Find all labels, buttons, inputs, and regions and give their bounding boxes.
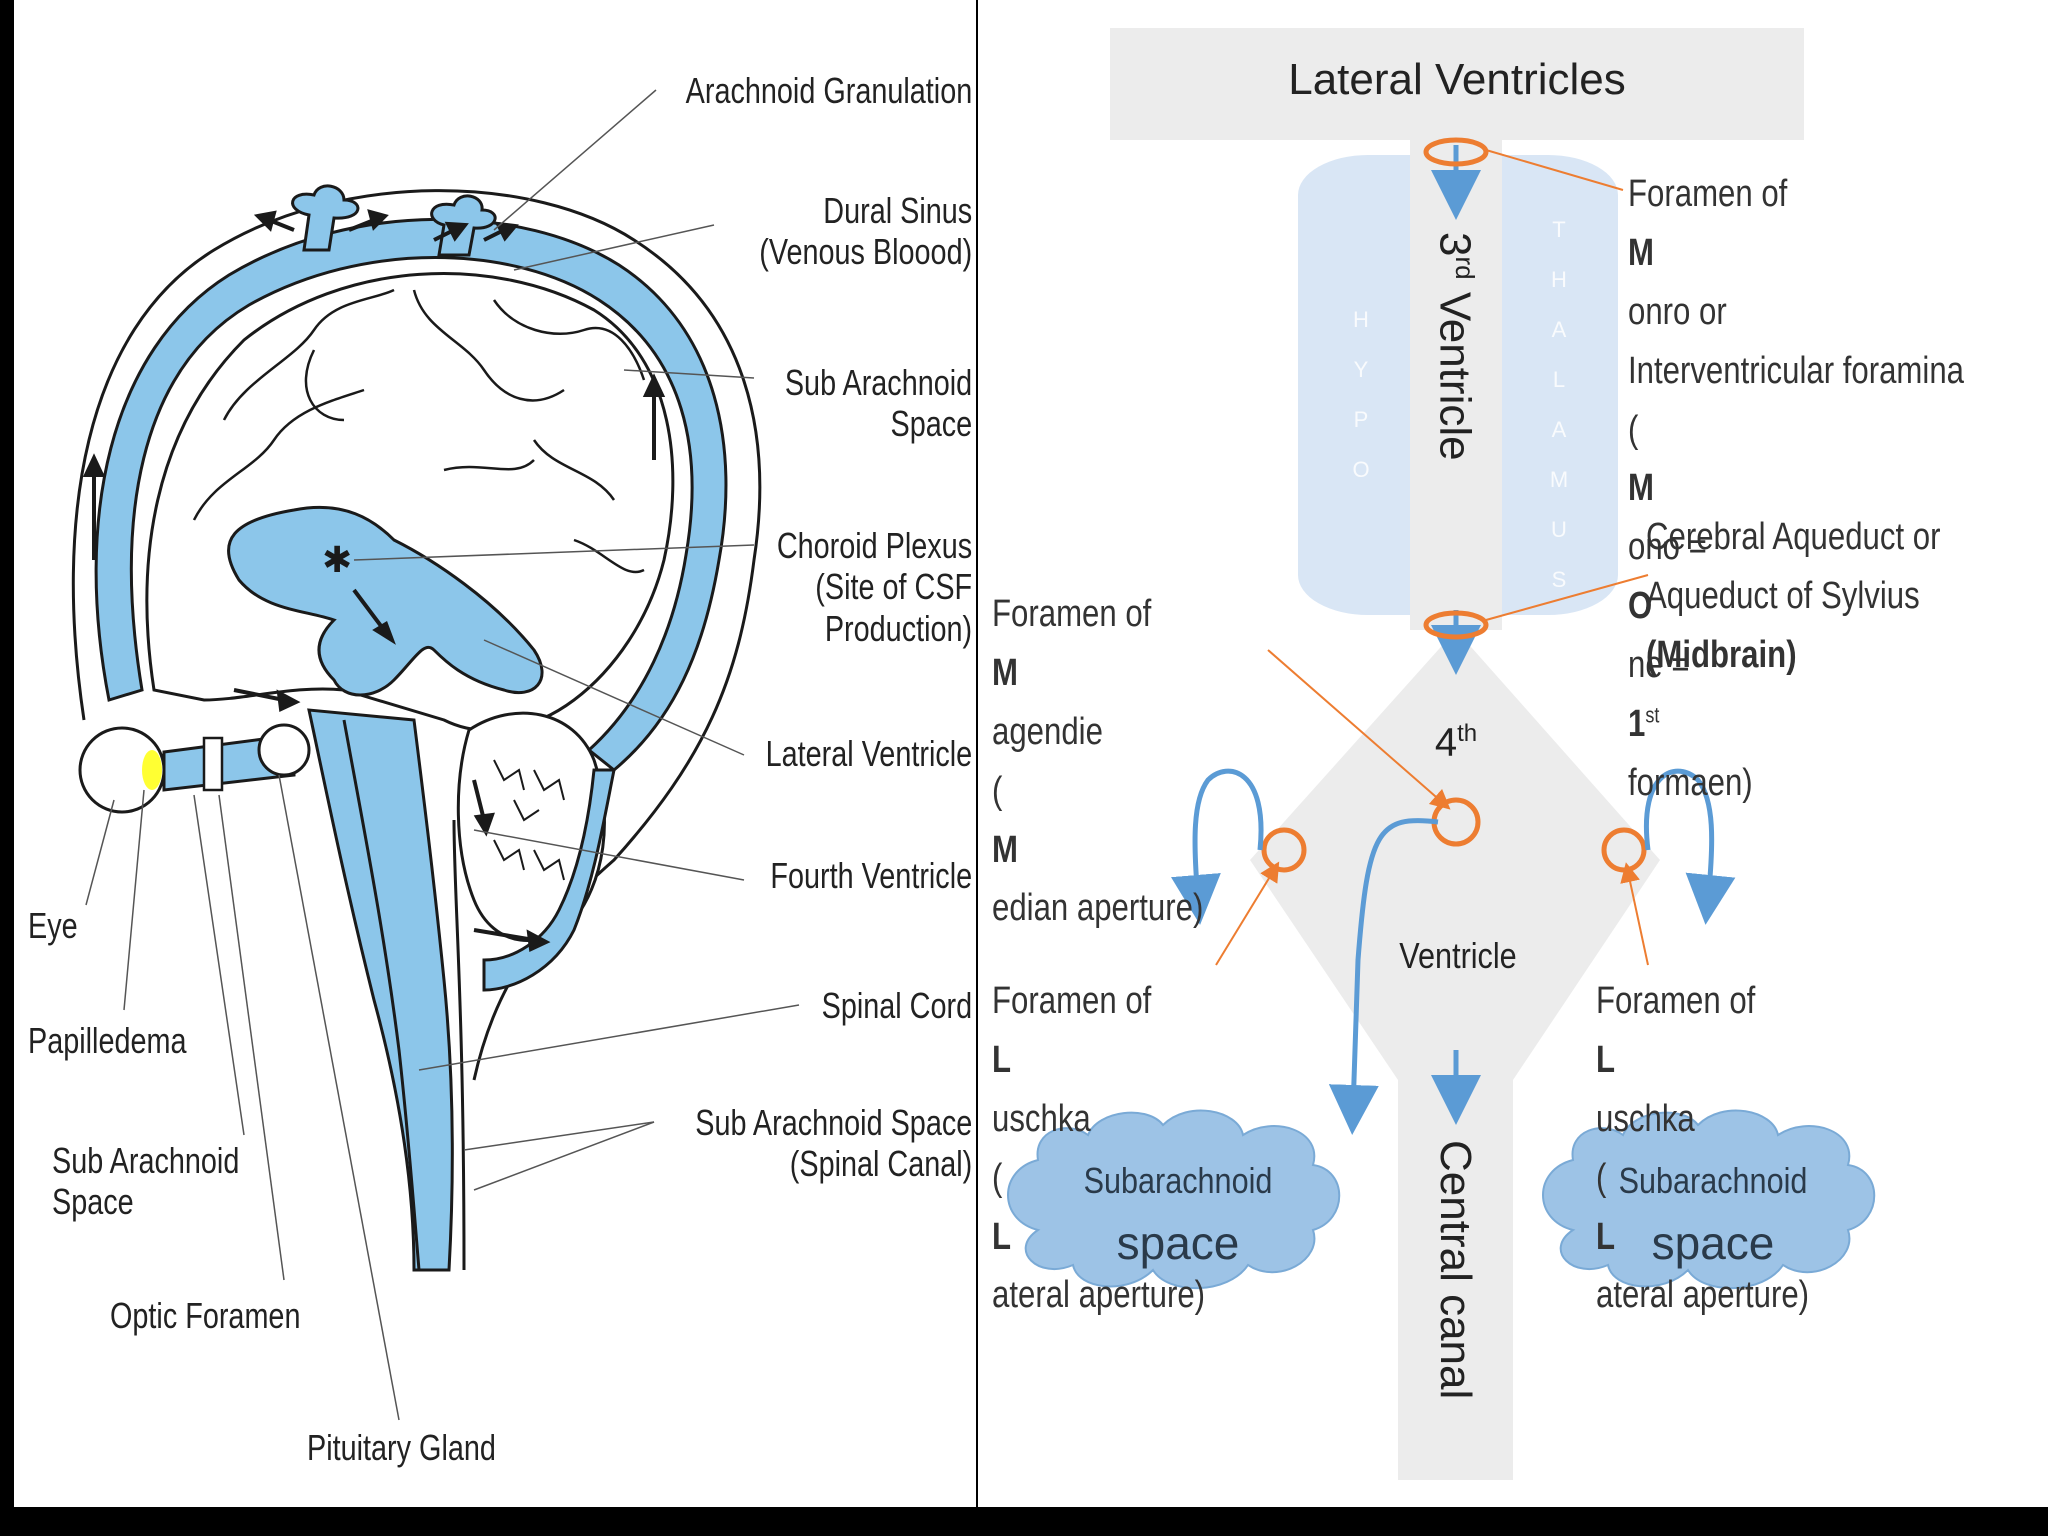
label-optic-foramen: Optic Foramen [110, 1295, 301, 1336]
pituitary-shape [257, 723, 311, 777]
spinal-cord-inner [342, 719, 421, 1271]
monro-pointer [1485, 149, 1624, 191]
aqueduct-pointer [1485, 574, 1649, 621]
flow-arrows [82, 209, 666, 952]
brain-csf-anatomy-panel: ✱ [14, 0, 976, 1507]
label-sub-arachnoid-spinal: Sub Arachnoid Space(Spinal Canal) [694, 1102, 972, 1185]
label-lateral-ventricle: Lateral Ventricle [765, 733, 972, 774]
label-arachnoid-granulation: Arachnoid Granulation [685, 70, 972, 111]
leader-lines [85, 89, 800, 1421]
label-pituitary-gland: Pituitary Gland [307, 1427, 496, 1468]
luschka-left-ring-icon [1261, 827, 1307, 873]
csf-flow-schematic [1007, 28, 1876, 1480]
brain-outline [145, 272, 675, 732]
fourth-ventricle-number: 4th [1434, 720, 1478, 765]
cerebellum-folia [493, 759, 565, 881]
skull-outline [71, 189, 762, 1081]
magendie-pointer [1267, 649, 1451, 810]
brain-gyri [192, 288, 646, 574]
choroid-plexus-star-icon: ✱ [322, 540, 352, 581]
label-spinal-cord: Spinal Cord [821, 985, 972, 1026]
luschka-right-flow-arrow [1644, 768, 1736, 925]
lateral-ventricle-shape [227, 505, 544, 697]
magendie-flow-arrow [1328, 818, 1439, 1135]
luschka-left-flow-arrow [1171, 768, 1264, 925]
luschka-right-pointer [1620, 862, 1649, 966]
third-ventricle-label: 3rd Ventricle [1430, 232, 1480, 461]
papilledema-shape [142, 750, 162, 790]
posterior-subarachnoid [482, 768, 616, 992]
label-fourth-ventricle: Fourth Ventricle [770, 855, 972, 896]
monro-ring-icon [1423, 137, 1489, 167]
aqueduct-ring-icon [1423, 610, 1489, 640]
cerebral-aqueduct-label: Cerebral Aqueduct or Aqueduct of Sylvius… [1646, 516, 1941, 676]
luschka-left-pointer [1215, 861, 1280, 966]
cloud-right [1542, 1109, 1876, 1290]
label-eye: Eye [28, 905, 78, 946]
fourth-ventricle-word: Ventricle [1399, 935, 1517, 976]
cloud-left [1007, 1109, 1341, 1290]
label-papilledema: Papilledema [28, 1020, 187, 1061]
central-canal-label: Central canal [1431, 1140, 1480, 1400]
brain-sagittal-illustration: ✱ [71, 89, 800, 1421]
label-dural-sinus: Dural Sinus(Venous Bloood) [759, 190, 972, 273]
brainstem-spinal-cord [307, 708, 454, 1272]
lateral-ventricles-box [1110, 28, 1804, 140]
subarachnoid-space-right-text: Subarachnoid space [1618, 1160, 1808, 1269]
subarachnoid-space-left-text: Subarachnoid space [1083, 1160, 1273, 1269]
lateral-ventricles-title: Lateral Ventricles [1288, 55, 1626, 104]
